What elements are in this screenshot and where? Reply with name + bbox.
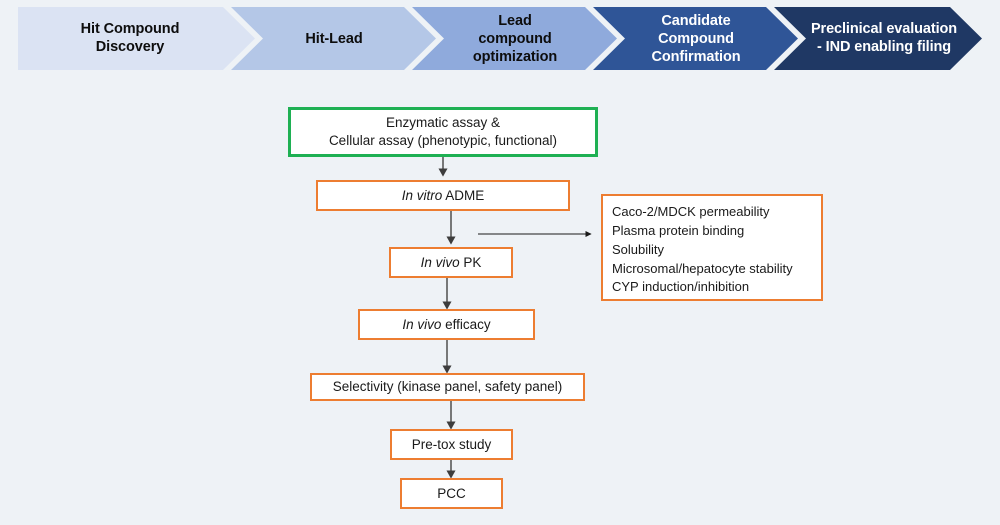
node-in-vivo-pk-italic: In vivo xyxy=(420,254,460,270)
stage-label-3-line3: optimization xyxy=(473,49,557,65)
node-pcc-label: PCC xyxy=(437,485,466,501)
in-vitro-adme-detail-panel[interactable]: Caco-2/MDCK permeability Plasma protein … xyxy=(601,194,823,301)
stage-label-1-line2: Discovery xyxy=(96,39,164,55)
node-assay-line1: Enzymatic assay & xyxy=(385,115,501,131)
node-in-vitro-adme[interactable]: In vitro ADME xyxy=(316,180,570,211)
node-selectivity[interactable]: Selectivity (kinase panel, safety panel) xyxy=(310,373,585,401)
stage-label-3-line2: compound xyxy=(478,31,551,47)
node-in-vivo-pk[interactable]: In vivo PK xyxy=(389,247,513,278)
stage-label-5-line1: Preclinical evaluation xyxy=(811,21,957,37)
node-in-vitro-adme-italic: In vitro xyxy=(401,187,443,203)
stage-label-4-line3: Confirmation xyxy=(651,49,740,65)
stage-label-5-line2: - IND enabling filing xyxy=(817,39,951,55)
node-in-vitro-adme-rest: ADME xyxy=(442,187,485,203)
adme-item-microsomal-stability: Microsomal/hepatocyte stability xyxy=(612,260,793,276)
drug-discovery-stage-banner: Hit Compound Discovery Hit-Lead Lead com… xyxy=(18,7,982,70)
stage-label-2-line1: Hit-Lead xyxy=(305,31,362,47)
node-in-vivo-pk-rest: PK xyxy=(459,254,482,270)
node-in-vivo-efficacy-rest: efficacy xyxy=(441,316,491,332)
node-selectivity-label: Selectivity (kinase panel, safety panel) xyxy=(332,379,563,395)
node-pcc[interactable]: PCC xyxy=(400,478,503,509)
node-assay-line2: Cellular assay (phenotypic, functional) xyxy=(328,133,558,148)
stage-label-4-line2: Compound xyxy=(658,31,734,47)
stage-chevron-5[interactable] xyxy=(774,7,982,70)
stage-label-3-line1: Lead xyxy=(498,13,531,29)
adme-item-plasma-protein-binding: Plasma protein binding xyxy=(612,222,745,238)
node-enzymatic-cellular-assay[interactable]: Enzymatic assay & Cellular assay (phenot… xyxy=(288,107,598,157)
stage-label-4-line1: Candidate xyxy=(661,13,730,29)
stage-chevron-3[interactable] xyxy=(412,7,617,70)
adme-item-solubility: Solubility xyxy=(612,241,665,257)
adme-item-cyp-induction-inhibition: CYP induction/inhibition xyxy=(612,279,750,295)
stage-label-1-line1: Hit Compound xyxy=(81,21,180,37)
node-in-vivo-efficacy-italic: In vivo xyxy=(402,316,442,332)
stage-chevron-2[interactable] xyxy=(231,7,436,70)
node-pre-tox-label: Pre-tox study xyxy=(411,436,492,452)
stage-chevron-4[interactable] xyxy=(593,7,798,70)
stage-chevron-1[interactable] xyxy=(18,7,255,70)
node-pre-tox-study[interactable]: Pre-tox study xyxy=(390,429,513,460)
adme-item-caco2: Caco-2/MDCK permeability xyxy=(612,204,770,219)
node-in-vivo-efficacy[interactable]: In vivo efficacy xyxy=(358,309,535,340)
